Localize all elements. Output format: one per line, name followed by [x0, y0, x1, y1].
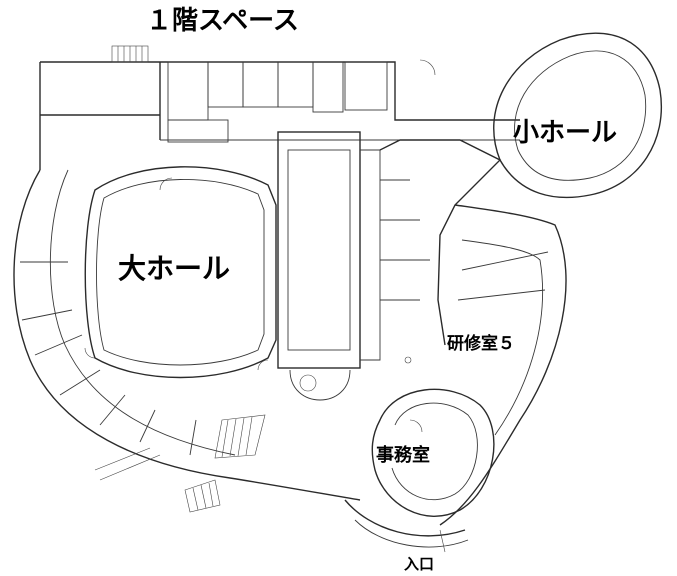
office-wall: [371, 388, 495, 517]
room-label-large-hall: 大ホール: [118, 252, 231, 285]
east-curved-corridor-inner: [461, 239, 543, 436]
north-stair: [111, 45, 149, 63]
page-title: １階スペース: [146, 6, 299, 36]
room-label-training-room: 研修室５: [447, 334, 515, 354]
east-rooms: [457, 251, 549, 301]
stage-south-apse: [289, 369, 351, 401]
room-label-entrance: 入口: [404, 555, 435, 573]
west-rooms: [20, 261, 197, 456]
small-hall-wall: [493, 32, 662, 199]
room-label-office: 事務室: [376, 445, 430, 466]
small-hall-inner: [514, 50, 647, 181]
east-curved-corridor: [439, 204, 567, 526]
door-swings: [84, 59, 436, 433]
west-outer-wall: [13, 169, 361, 501]
stage-inner: [287, 149, 351, 351]
north-rooms: [160, 61, 520, 143]
room-label-small-hall: 小ホール: [513, 118, 618, 148]
southwest-ramp: [94, 447, 161, 481]
office-inner: [391, 402, 478, 501]
spiral-stair: [299, 374, 317, 392]
dimension-marks: [439, 529, 446, 553]
entrance-canopy: [354, 519, 469, 548]
stage-right-rooms: [360, 149, 430, 361]
column-mark: [404, 356, 412, 364]
center-corridor: [379, 139, 502, 346]
large-hall-inner: [96, 179, 265, 366]
entrance-wall: [344, 499, 466, 537]
large-hall-wall: [84, 166, 277, 379]
west-inner-wall: [49, 169, 236, 456]
southwest-stair: [184, 414, 266, 513]
stage-block: [277, 131, 361, 369]
north-wing-wall: [39, 61, 520, 170]
